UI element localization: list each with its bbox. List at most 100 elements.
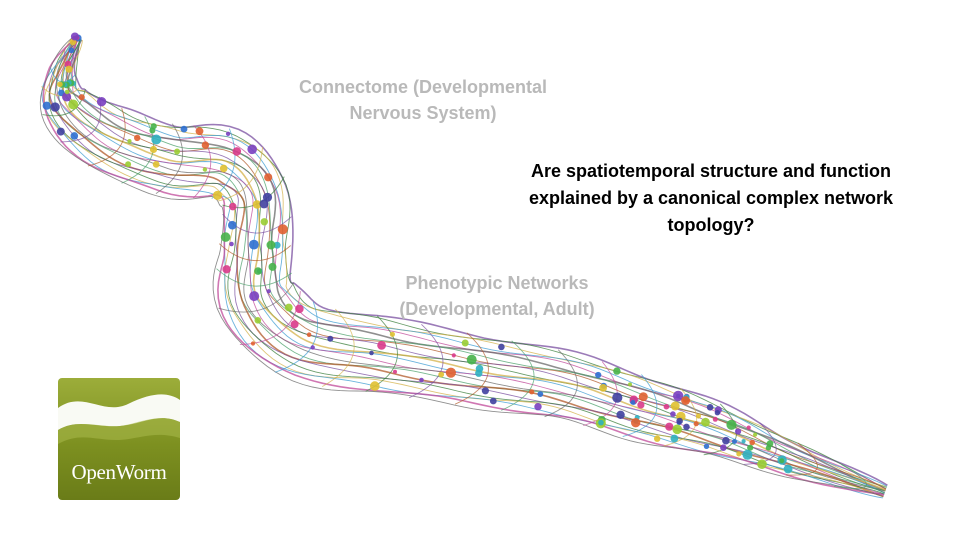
neuron-cell-body — [174, 148, 181, 155]
neuron-cell-body — [377, 341, 386, 350]
neuron-cell-body — [481, 387, 489, 395]
neuron-commissure — [321, 308, 355, 387]
neuron-cell-body — [219, 164, 228, 173]
neuron-cell-body — [259, 199, 269, 209]
openworm-logo: OpenWorm — [58, 378, 180, 500]
neuron-cell-body — [250, 341, 256, 346]
neuron-cell-body — [68, 47, 75, 54]
neuron-cell-body — [290, 320, 299, 329]
neuron-cell-body — [670, 401, 680, 411]
neuron-cell-body — [254, 317, 262, 324]
neuron-cell-body — [498, 343, 505, 351]
neuron-cell-body — [693, 421, 699, 427]
neuron-cell-body — [284, 303, 293, 312]
neuron-commissure — [218, 282, 295, 313]
neuron-cell-body — [370, 381, 380, 391]
neuron-commissure — [217, 146, 264, 202]
neuron-cell-body — [96, 97, 107, 107]
neuron-fiber — [60, 38, 886, 492]
neuron-cell-body — [696, 413, 701, 419]
connectome-label-line1: Connectome (Developmental — [298, 77, 548, 97]
neuron-cell-body — [529, 389, 535, 395]
neuron-cell-body — [78, 94, 85, 101]
neuron-cell-body — [249, 239, 259, 250]
neuron-commissure — [42, 89, 86, 117]
neuron-cell-body — [595, 371, 602, 379]
neuron-cell-body — [195, 127, 204, 136]
neuron-cell-body — [628, 382, 632, 387]
neuron-cell-body — [746, 425, 751, 430]
question-line3: topology? — [667, 215, 755, 235]
neuron-fiber — [70, 40, 887, 488]
question-line1: Are spatiotemporal structure and functio… — [530, 161, 892, 181]
neuron-cell-body — [747, 444, 754, 451]
neuron-cell-body — [638, 392, 648, 402]
question-line2: explained by a canonical complex network — [528, 188, 894, 208]
neuron-cell-body — [65, 65, 73, 73]
neuron-cell-body — [134, 134, 141, 142]
neuron-commissure — [544, 349, 578, 418]
neuron-commissure — [239, 291, 301, 346]
neuron-cell-body — [451, 353, 456, 358]
neuron-cell-body — [252, 200, 262, 209]
neuron-cell-body — [616, 410, 625, 419]
neuron-cell-body — [180, 125, 188, 133]
neuron-cell-body — [779, 458, 785, 464]
neuron-cell-body — [127, 139, 132, 144]
neuron-cell-body — [70, 32, 79, 41]
neuron-cell-body — [273, 241, 281, 249]
neuron-commissure — [833, 464, 867, 489]
neuron-cell-body — [637, 401, 645, 409]
neuron-commissure — [409, 323, 444, 399]
neuron-cell-body — [247, 144, 257, 155]
neuron-fiber — [75, 38, 887, 490]
neuron-cell-body — [222, 265, 231, 274]
neuron-cell-body — [701, 417, 710, 427]
neuron-commissure — [87, 108, 126, 167]
neuron-cell-body — [310, 345, 315, 350]
neuron-cell-body — [682, 396, 690, 403]
neuron-cell-body — [419, 377, 424, 383]
neuron-commissure — [218, 243, 291, 262]
neuron-commissure — [785, 442, 818, 476]
neuron-cell-body — [232, 147, 242, 156]
logo-text: OpenWorm — [71, 460, 167, 484]
neuron-cell-body — [151, 134, 162, 145]
phenotypic-label-line2: (Developmental, Adult) — [399, 299, 595, 319]
neuron-cell-body — [766, 440, 774, 448]
neuron-cell-body — [50, 102, 60, 112]
neuron-cell-body — [277, 224, 288, 235]
phenotypic-label-line1: Phenotypic Networks — [405, 273, 589, 293]
neuron-cell-body — [630, 400, 636, 405]
neuron-fiber — [48, 36, 884, 498]
neuron-cell-body — [720, 444, 727, 452]
neuron-cell-body — [266, 240, 276, 250]
neuron-cell-body — [461, 339, 469, 347]
neuron-fiber — [66, 38, 886, 492]
phenotypic-label: Phenotypic Networks (Developmental, Adul… — [362, 270, 632, 322]
neuron-cell-body — [537, 391, 544, 397]
neuron-cell-body — [534, 403, 542, 411]
neuron-commissure — [121, 116, 154, 184]
neuron-cell-body — [714, 410, 721, 416]
neuron-cell-body — [753, 432, 758, 437]
neuron-cell-body — [249, 291, 260, 302]
neuron-fiber — [71, 38, 887, 490]
neuron-cell-body — [757, 459, 767, 470]
neuron-cell-body — [327, 335, 334, 342]
neuron-cell-body — [268, 262, 277, 271]
neuron-fiber — [62, 37, 885, 494]
neuron-cell-body — [125, 161, 132, 168]
neuron-cell-body — [229, 241, 234, 247]
neuron-cell-body — [152, 161, 160, 168]
neuron-cell-body — [783, 464, 793, 474]
neuron-cell-body — [201, 141, 210, 149]
neuron-cell-body — [56, 127, 65, 136]
neuron-commissure — [454, 332, 489, 405]
neuron-cell-body — [57, 81, 63, 88]
neuron-cell-body — [732, 439, 737, 444]
neuron-cell-body — [393, 369, 397, 374]
neuron-cell-body — [665, 422, 674, 431]
neuron-cell-body — [445, 367, 456, 378]
